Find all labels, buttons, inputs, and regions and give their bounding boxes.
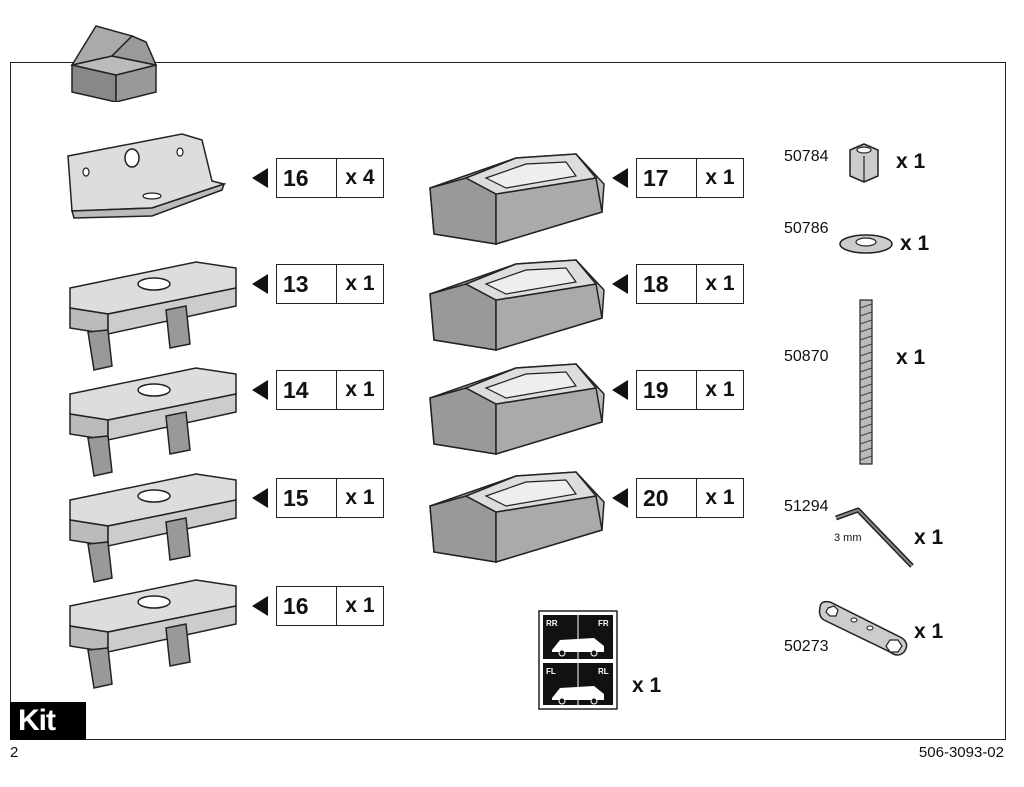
pointer-icon bbox=[612, 380, 628, 400]
page-frame bbox=[10, 62, 1006, 740]
part-code: 50273 bbox=[784, 638, 829, 655]
callout-adapter-13: 13 x 1 bbox=[252, 264, 384, 304]
hex-nut-icon bbox=[849, 143, 879, 183]
sticker-label-rr: RR bbox=[546, 619, 558, 628]
allen-key-size: 3 mm bbox=[834, 532, 862, 544]
pointer-icon bbox=[252, 596, 268, 616]
part-number: 20 bbox=[637, 479, 697, 517]
part-quantity: x 1 bbox=[705, 166, 735, 189]
part-number: 14 bbox=[277, 371, 337, 409]
pointer-icon bbox=[612, 168, 628, 188]
part-code: 51294 bbox=[784, 498, 829, 515]
sticker-label-fr: FR bbox=[598, 619, 609, 628]
mounting-bracket-icon bbox=[67, 133, 227, 219]
callout-pad-18: 18 x 1 bbox=[612, 264, 744, 304]
foot-pad-17-icon bbox=[429, 153, 605, 246]
part-quantity: x 1 bbox=[705, 378, 735, 401]
sticker-label-fl: FL bbox=[546, 667, 556, 676]
pointer-icon bbox=[252, 380, 268, 400]
adapter-14-icon bbox=[69, 367, 237, 477]
callout-adapter-14: 14 x 1 bbox=[252, 370, 384, 410]
part-code: 50784 bbox=[784, 148, 829, 165]
part-quantity: x 1 bbox=[705, 272, 735, 295]
callout-pad-19: 19 x 1 bbox=[612, 370, 744, 410]
callout-bracket: 16 x 4 bbox=[252, 158, 384, 198]
part-quantity: x 1 bbox=[914, 620, 944, 643]
foot-pad-19-icon bbox=[429, 363, 605, 456]
part-number: 17 bbox=[637, 159, 697, 197]
position-sticker-icon: RR FR FL RL bbox=[538, 610, 618, 710]
callout-adapter-16: 16 x 1 bbox=[252, 586, 384, 626]
part-quantity: x 1 bbox=[914, 526, 944, 549]
foot-pad-18-icon bbox=[429, 259, 605, 352]
pointer-icon bbox=[252, 274, 268, 294]
sticker-quantity: x 1 bbox=[632, 674, 662, 697]
part-number: 18 bbox=[637, 265, 697, 303]
part-quantity: x 1 bbox=[345, 594, 375, 617]
callout-pad-17: 17 x 1 bbox=[612, 158, 744, 198]
parts-box-icon bbox=[70, 25, 158, 102]
pointer-icon bbox=[612, 274, 628, 294]
part-code: 50870 bbox=[784, 348, 829, 365]
part-quantity: x 1 bbox=[896, 346, 926, 369]
adapter-16-icon bbox=[69, 579, 237, 689]
part-quantity: x 1 bbox=[345, 486, 375, 509]
document-code: 506-3093-02 bbox=[918, 744, 1004, 761]
adapter-13-icon bbox=[69, 261, 237, 371]
part-quantity: x 1 bbox=[345, 272, 375, 295]
allen-key-icon bbox=[835, 507, 914, 568]
part-quantity: x 1 bbox=[896, 150, 926, 173]
sticker-label-rl: RL bbox=[598, 667, 609, 676]
part-number: 16 bbox=[277, 587, 337, 625]
part-quantity: x 1 bbox=[705, 486, 735, 509]
part-number: 13 bbox=[277, 265, 337, 303]
foot-pad-20-icon bbox=[429, 471, 605, 564]
part-code: 50786 bbox=[784, 220, 829, 237]
adapter-15-icon bbox=[69, 473, 237, 583]
page-number: 2 bbox=[10, 744, 19, 761]
callout-pad-20: 20 x 1 bbox=[612, 478, 744, 518]
threaded-rod-icon bbox=[859, 299, 873, 465]
wrench-plate-icon bbox=[818, 600, 908, 656]
part-quantity: x 1 bbox=[345, 378, 375, 401]
callout-adapter-15: 15 x 1 bbox=[252, 478, 384, 518]
part-number: 16 bbox=[277, 159, 337, 197]
pointer-icon bbox=[252, 488, 268, 508]
pointer-icon bbox=[252, 168, 268, 188]
pointer-icon bbox=[612, 488, 628, 508]
part-quantity: x 4 bbox=[345, 166, 375, 189]
part-quantity: x 1 bbox=[900, 232, 930, 255]
kit-label: Kit bbox=[10, 702, 86, 740]
part-number: 15 bbox=[277, 479, 337, 517]
part-number: 19 bbox=[637, 371, 697, 409]
washer-icon bbox=[839, 234, 893, 254]
